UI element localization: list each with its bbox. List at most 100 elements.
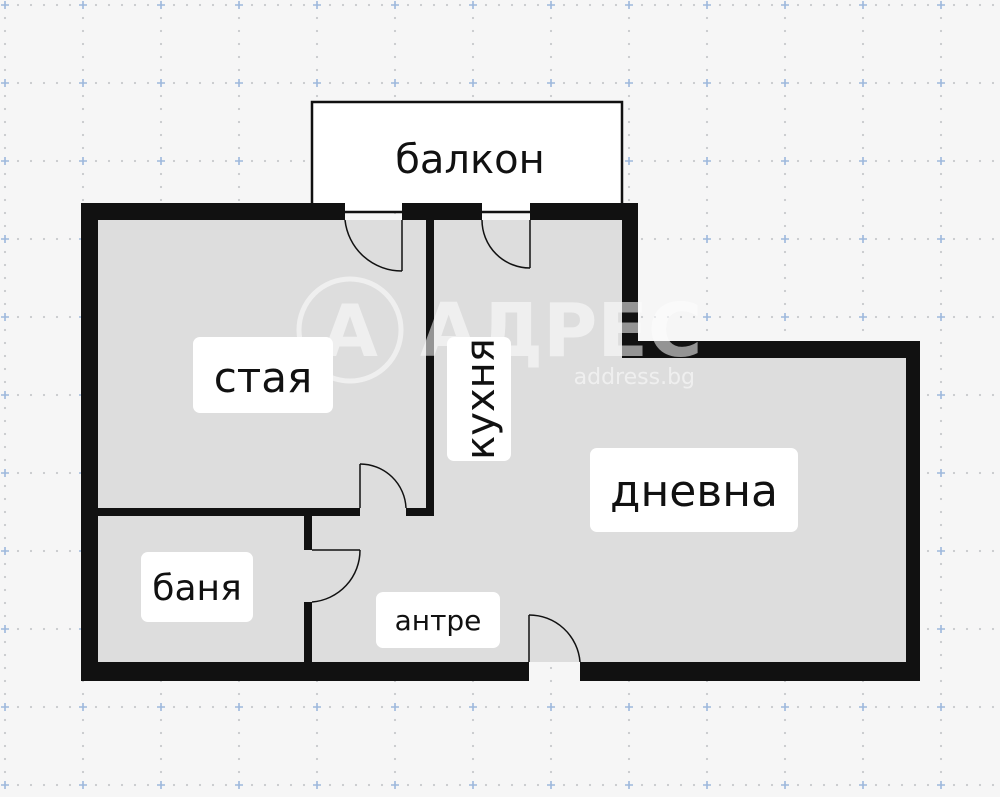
grid-dot bbox=[627, 120, 631, 124]
grid-dot bbox=[159, 146, 163, 150]
grid-dot bbox=[81, 146, 85, 150]
grid-dot bbox=[185, 159, 189, 163]
grid-dot bbox=[3, 224, 7, 228]
grid-dot bbox=[796, 705, 800, 709]
grid-dot bbox=[237, 42, 241, 46]
wall-top-left bbox=[81, 203, 345, 220]
grid-dot bbox=[250, 81, 254, 85]
grid-dot bbox=[861, 757, 865, 761]
grid-dot bbox=[627, 133, 631, 137]
grid-dot bbox=[848, 159, 852, 163]
grid-dot bbox=[952, 471, 956, 475]
grid-dot bbox=[341, 81, 345, 85]
grid-dot bbox=[939, 419, 943, 423]
grid-dot bbox=[861, 120, 865, 124]
grid-dot bbox=[81, 29, 85, 33]
grid-dot bbox=[224, 3, 228, 7]
grid-dot bbox=[653, 315, 657, 319]
grid-dot bbox=[458, 3, 462, 7]
grid-dot bbox=[3, 328, 7, 332]
grid-dot bbox=[627, 198, 631, 202]
wall-bottom-right bbox=[580, 662, 920, 681]
grid-dot bbox=[315, 16, 319, 20]
grid-dot bbox=[822, 315, 826, 319]
grid-dot bbox=[159, 692, 163, 696]
grid-plus bbox=[937, 781, 945, 789]
grid-dot bbox=[29, 393, 33, 397]
grid-dot bbox=[965, 3, 969, 7]
grid-plus bbox=[235, 1, 243, 9]
wall-top-middle bbox=[402, 203, 482, 220]
grid-dot bbox=[211, 705, 215, 709]
grid-dot bbox=[965, 237, 969, 241]
grid-dot bbox=[640, 3, 644, 7]
grid-dot bbox=[705, 718, 709, 722]
grid-dot bbox=[705, 16, 709, 20]
grid-dot bbox=[887, 315, 891, 319]
grid-dot bbox=[822, 159, 826, 163]
grid-dot bbox=[887, 783, 891, 787]
grid-dot bbox=[3, 302, 7, 306]
grid-dot bbox=[159, 29, 163, 33]
grid-dot bbox=[601, 81, 605, 85]
grid-dot bbox=[42, 159, 46, 163]
grid-dot bbox=[42, 3, 46, 7]
grid-dot bbox=[471, 94, 475, 98]
grid-dot bbox=[991, 393, 995, 397]
grid-dot bbox=[783, 107, 787, 111]
grid-dot bbox=[861, 133, 865, 137]
grid-dot bbox=[3, 146, 7, 150]
grid-dot bbox=[159, 718, 163, 722]
grid-dot bbox=[471, 744, 475, 748]
grid-dot bbox=[809, 3, 813, 7]
grid-dot bbox=[640, 81, 644, 85]
grid-dot bbox=[42, 471, 46, 475]
grid-dot bbox=[81, 718, 85, 722]
grid-dot bbox=[81, 692, 85, 696]
grid-dot bbox=[393, 29, 397, 33]
grid-dot bbox=[458, 783, 462, 787]
grid-dot bbox=[978, 471, 982, 475]
grid-dot bbox=[783, 55, 787, 59]
grid-plus bbox=[391, 781, 399, 789]
grid-dot bbox=[939, 29, 943, 33]
grid-dot bbox=[861, 107, 865, 111]
grid-plus bbox=[157, 703, 165, 711]
grid-dot bbox=[718, 81, 722, 85]
room-label-bathroom: баня bbox=[152, 568, 241, 609]
grid-dot bbox=[471, 770, 475, 774]
grid-dot bbox=[835, 237, 839, 241]
grid-dot bbox=[237, 185, 241, 189]
grid-dot bbox=[341, 783, 345, 787]
grid-dot bbox=[939, 380, 943, 384]
grid-dot bbox=[55, 783, 59, 787]
grid-dot bbox=[848, 81, 852, 85]
grid-dot bbox=[718, 3, 722, 7]
grid-dot bbox=[783, 744, 787, 748]
grid-plus bbox=[937, 235, 945, 243]
grid-dot bbox=[263, 783, 267, 787]
grid-dot bbox=[263, 159, 267, 163]
grid-dot bbox=[991, 159, 995, 163]
grid-dot bbox=[354, 705, 358, 709]
grid-dot bbox=[133, 705, 137, 709]
grid-dot bbox=[939, 458, 943, 462]
grid-dot bbox=[861, 94, 865, 98]
grid-dot bbox=[718, 159, 722, 163]
grid-dot bbox=[952, 315, 956, 319]
grid-dot bbox=[3, 510, 7, 514]
grid-dot bbox=[679, 783, 683, 787]
grid-dot bbox=[172, 3, 176, 7]
grid-dot bbox=[861, 55, 865, 59]
grid-dot bbox=[666, 3, 670, 7]
grid-dot bbox=[29, 315, 33, 319]
grid-dot bbox=[81, 133, 85, 137]
grid-dot bbox=[978, 393, 982, 397]
grid-dot bbox=[848, 237, 852, 241]
grid-dot bbox=[159, 198, 163, 202]
grid-dot bbox=[3, 536, 7, 540]
grid-dot bbox=[3, 484, 7, 488]
grid-dot bbox=[68, 783, 72, 787]
grid-dot bbox=[3, 42, 7, 46]
grid-dot bbox=[198, 705, 202, 709]
